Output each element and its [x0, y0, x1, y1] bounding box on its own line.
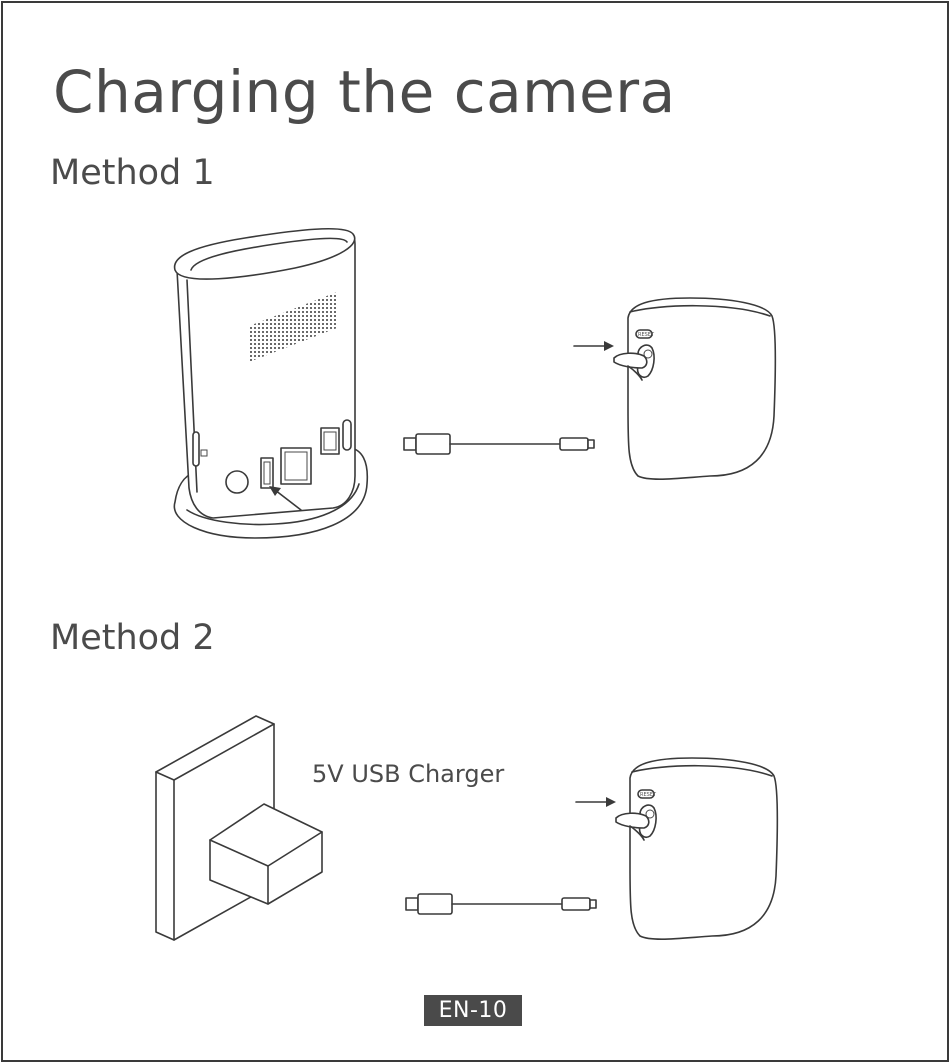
usb-charger-label: 5V USB Charger: [312, 760, 504, 788]
svg-text:RESET: RESET: [638, 332, 655, 338]
page-title: Charging the camera: [53, 58, 676, 126]
method-2-heading: Method 2: [50, 618, 215, 658]
page-number: EN-10: [424, 995, 522, 1026]
usb-cable-method-2: [406, 892, 598, 916]
svg-text:RESET: RESET: [640, 792, 657, 798]
usb-cable-method-1: [404, 432, 596, 456]
usb-wall-charger-illustration: [152, 712, 328, 944]
camera-illustration-method-2: RESET: [572, 756, 782, 948]
method-1-heading: Method 1: [50, 153, 215, 193]
base-station-illustration: [165, 222, 375, 542]
camera-illustration-method-1: RESET: [570, 296, 780, 488]
